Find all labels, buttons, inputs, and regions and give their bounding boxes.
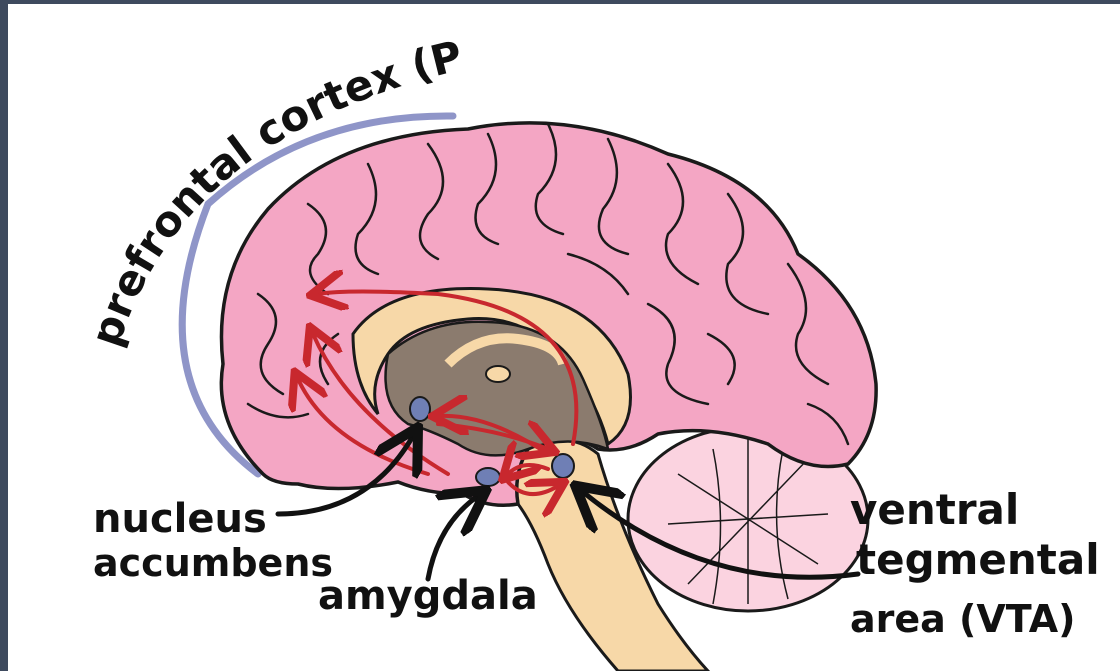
vta-node — [552, 454, 574, 478]
vta-label-line1: ventral — [850, 485, 1019, 534]
diagram-canvas: prefrontal cortex (PFC) nucleus accumben… — [8, 4, 1120, 671]
vta-label-line3: area (VTA) — [850, 597, 1076, 641]
amygdala-label: amygdala — [318, 573, 538, 619]
vta-label-line2: tegmental — [856, 535, 1100, 584]
brain-diagram: prefrontal cortex (PFC) nucleus accumben… — [8, 4, 1120, 671]
amygdala-node — [476, 468, 500, 486]
nucleus-accumbens-label-line2: accumbens — [93, 541, 333, 585]
nucleus-accumbens-label-line1: nucleus — [93, 496, 267, 542]
fornix-oval — [486, 366, 510, 382]
nucleus-accumbens-node — [410, 397, 430, 421]
